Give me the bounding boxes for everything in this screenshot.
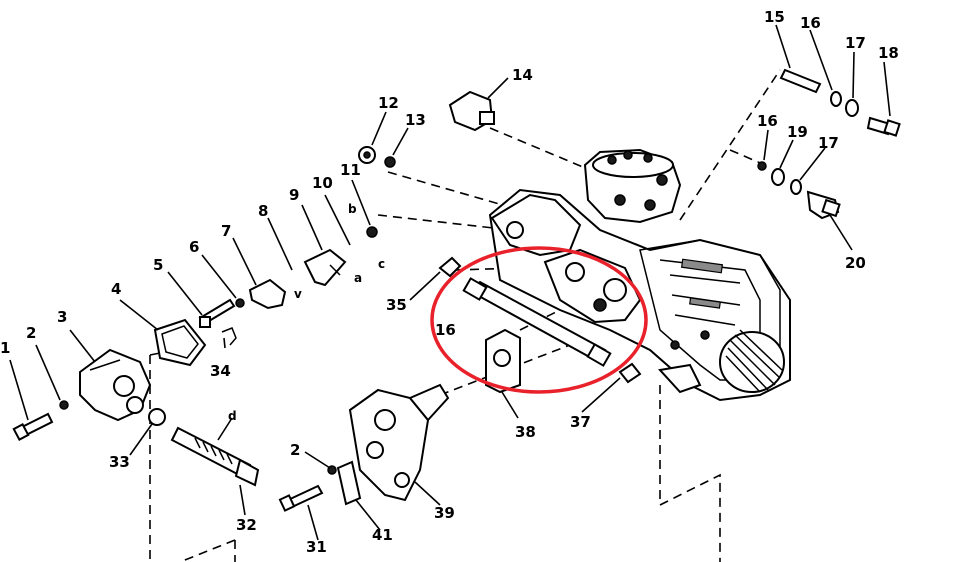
label-part-37: 37 — [570, 413, 591, 431]
label-part-2-left: 2 — [26, 324, 36, 342]
label-part-4: 4 — [111, 280, 121, 298]
dashed-line-35 — [454, 267, 521, 271]
label-part-12: 12 — [378, 94, 399, 112]
dashed-line-bottom-left — [179, 539, 236, 562]
highlight-ellipse — [430, 246, 648, 394]
gasket-plate — [485, 328, 521, 394]
label-part-3: 3 — [57, 308, 67, 326]
label-sub-d: d — [228, 409, 237, 423]
label-part-16-tube: 16 — [435, 321, 456, 339]
label-part-7: 7 — [221, 222, 231, 240]
fuel-tube — [462, 277, 612, 367]
dashed-assembly-lines — [149, 69, 781, 562]
lower-parts — [170, 383, 450, 512]
label-part-41: 41 — [372, 526, 393, 544]
label-part-18: 18 — [878, 44, 899, 62]
label-part-15: 15 — [764, 8, 785, 26]
label-part-35: 35 — [386, 296, 407, 314]
label-part-17-top: 17 — [845, 34, 866, 52]
label-part-32: 32 — [236, 516, 257, 534]
label-part-38: 38 — [515, 423, 536, 441]
right-parts — [757, 68, 901, 220]
left-parts — [12, 90, 642, 441]
label-part-33: 33 — [109, 453, 130, 471]
label-sub-v: v — [294, 287, 302, 301]
label-part-9: 9 — [289, 186, 299, 204]
label-part-1: 1 — [0, 339, 10, 357]
label-part-6: 6 — [189, 238, 199, 256]
dashed-line-15 — [679, 69, 781, 221]
label-part-34: 34 — [210, 362, 231, 380]
label-part-19: 19 — [787, 123, 808, 141]
label-part-10: 10 — [312, 174, 333, 192]
label-part-2-lower: 2 — [290, 441, 300, 459]
label-sub-b: b — [348, 202, 357, 216]
label-part-11: 11 — [340, 161, 361, 179]
label-part-17-mid: 17 — [818, 134, 839, 152]
dashed-line-14 — [489, 127, 591, 171]
label-part-20: 20 — [845, 254, 866, 272]
label-sub-c: c — [378, 257, 385, 271]
dashed-line-39 — [439, 344, 571, 396]
label-part-14: 14 — [512, 66, 533, 84]
part-labels: 1 2 3 4 5 6 7 8 9 10 11 12 13 14 15 16 1… — [0, 8, 899, 556]
dashed-line-13 — [387, 171, 591, 231]
label-part-13: 13 — [405, 111, 426, 129]
leader-lines — [9, 24, 891, 541]
label-sub-a: a — [354, 271, 362, 285]
fuel-pump-body — [488, 148, 791, 402]
label-part-39: 39 — [434, 504, 455, 522]
dashed-line-right — [659, 385, 721, 562]
label-part-5: 5 — [153, 256, 163, 274]
label-part-16-mid: 16 — [757, 112, 778, 130]
label-part-16-top: 16 — [800, 14, 821, 32]
label-part-8: 8 — [258, 202, 268, 220]
label-part-31: 31 — [306, 538, 327, 556]
